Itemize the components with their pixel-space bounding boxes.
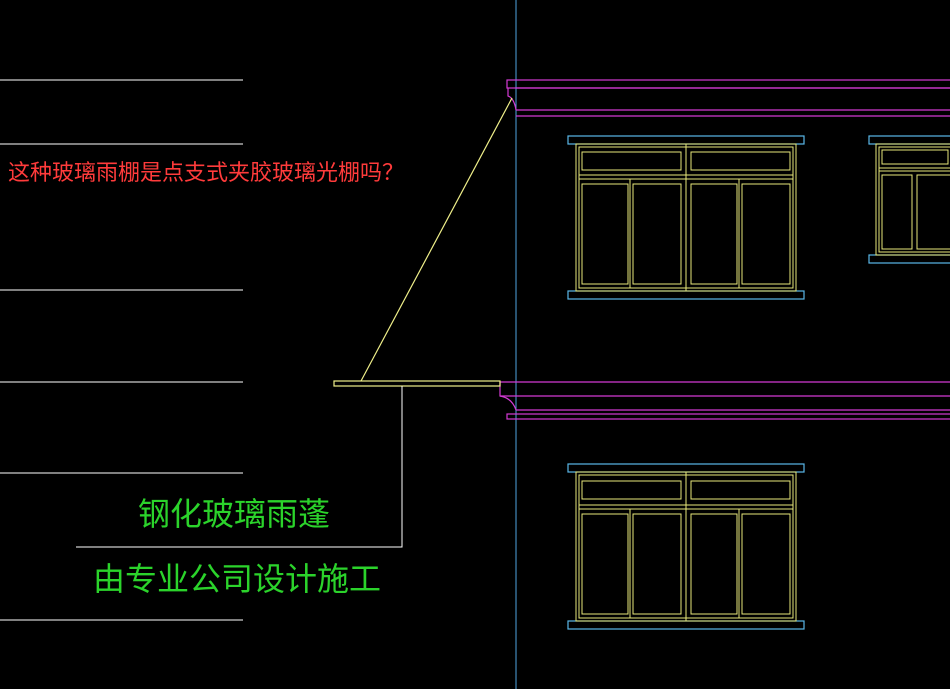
canopy-slab [333,380,501,387]
annotation-leader [76,386,403,548]
window-lower-left [567,463,805,630]
upper-cornice [506,79,950,117]
glass-canopy [333,97,513,387]
annotation-line2: 由专业公司设计施工 [93,560,382,598]
window-bottom-sill [567,290,805,300]
question-text: 这种玻璃雨棚是点支式夹胶玻璃光棚吗？ [8,161,405,186]
annotation-line1: 钢化玻璃雨蓬 [138,495,331,533]
window-upper-right [868,135,950,264]
middle-cornice [499,381,950,420]
canopy-tie-rod [360,97,513,382]
window-upper-left [567,135,805,300]
window-head-sill [567,135,805,145]
reference-lines [0,79,243,621]
